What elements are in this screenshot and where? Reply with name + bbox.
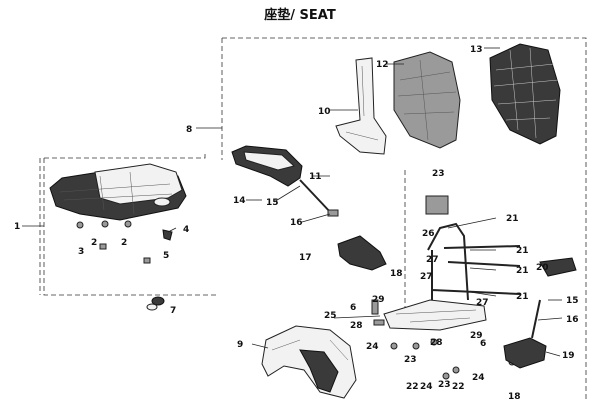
- callout-16b: 16: [566, 315, 579, 325]
- callout-22a: 22: [406, 382, 419, 392]
- callout-5: 5: [163, 251, 169, 261]
- callout-10: 10: [318, 107, 331, 117]
- callout-28b: 28: [430, 338, 443, 348]
- callout-25: 25: [324, 311, 337, 321]
- callout-13: 13: [470, 45, 483, 55]
- callout-29a: 29: [372, 295, 385, 305]
- callout-24b: 24: [420, 382, 433, 392]
- callout-1: 1: [14, 222, 20, 232]
- callout-9: 9: [237, 340, 243, 350]
- seat-bracket: [337, 235, 387, 271]
- callout-20: 20: [536, 263, 549, 273]
- callout-21c: 21: [516, 266, 529, 276]
- callout-15a: 15: [266, 198, 279, 208]
- callout-8: 8: [186, 125, 192, 135]
- callout-19: 19: [562, 351, 575, 361]
- backrest-pad: [393, 51, 461, 149]
- base-plate: [383, 299, 487, 331]
- callout-27a: 27: [426, 255, 439, 265]
- callout-27c: 27: [476, 298, 489, 308]
- callout-2a: 2: [91, 238, 97, 248]
- release-cable: [299, 179, 339, 217]
- callout-3: 3: [78, 247, 84, 257]
- callout-4: 4: [183, 225, 189, 235]
- callout-14: 14: [233, 196, 246, 206]
- callout-23a: 23: [432, 169, 445, 179]
- callout-27b: 27: [420, 272, 433, 282]
- side-latch: [503, 257, 577, 369]
- callout-6a: 6: [350, 303, 356, 313]
- callout-18b: 18: [508, 392, 521, 402]
- callout-18a: 18: [390, 269, 403, 279]
- backrest-cover: [489, 43, 561, 145]
- backrest-frame: [335, 57, 387, 155]
- grab-handle: [231, 145, 303, 187]
- callout-26: 26: [422, 229, 435, 239]
- callout-6b: 6: [480, 339, 486, 349]
- callout-24a: 24: [366, 342, 379, 352]
- callout-12: 12: [376, 60, 389, 70]
- callout-22b: 22: [452, 382, 465, 392]
- callout-21d: 21: [516, 292, 529, 302]
- assembly-boundary: [39, 37, 587, 400]
- callout-7: 7: [170, 306, 176, 316]
- callout-28a: 28: [350, 321, 363, 331]
- callout-15b: 15: [566, 296, 579, 306]
- callout-23b: 23: [404, 355, 417, 365]
- diagram-title: 座垫/ SEAT: [264, 8, 336, 23]
- leader-lines: [22, 47, 563, 357]
- callout-21b: 21: [516, 246, 529, 256]
- small-hardware: [371, 299, 516, 380]
- callout-17: 17: [299, 253, 312, 263]
- rack-frame: [425, 195, 521, 301]
- callout-labels: 1 2 2 3 4 5 6 6 7 8 9 10 11 12 13 14 15 …: [14, 45, 579, 402]
- callout-21a: 21: [506, 214, 519, 224]
- callout-16a: 16: [290, 218, 303, 228]
- seat-assembly: [49, 163, 187, 221]
- callout-29b: 29: [470, 331, 483, 341]
- callout-24c: 24: [472, 373, 485, 383]
- callout-23c: 23: [438, 380, 451, 390]
- seat-fasteners: [76, 220, 173, 311]
- callout-2b: 2: [121, 238, 127, 248]
- rear-cover: [261, 325, 357, 399]
- callout-11: 11: [309, 172, 322, 182]
